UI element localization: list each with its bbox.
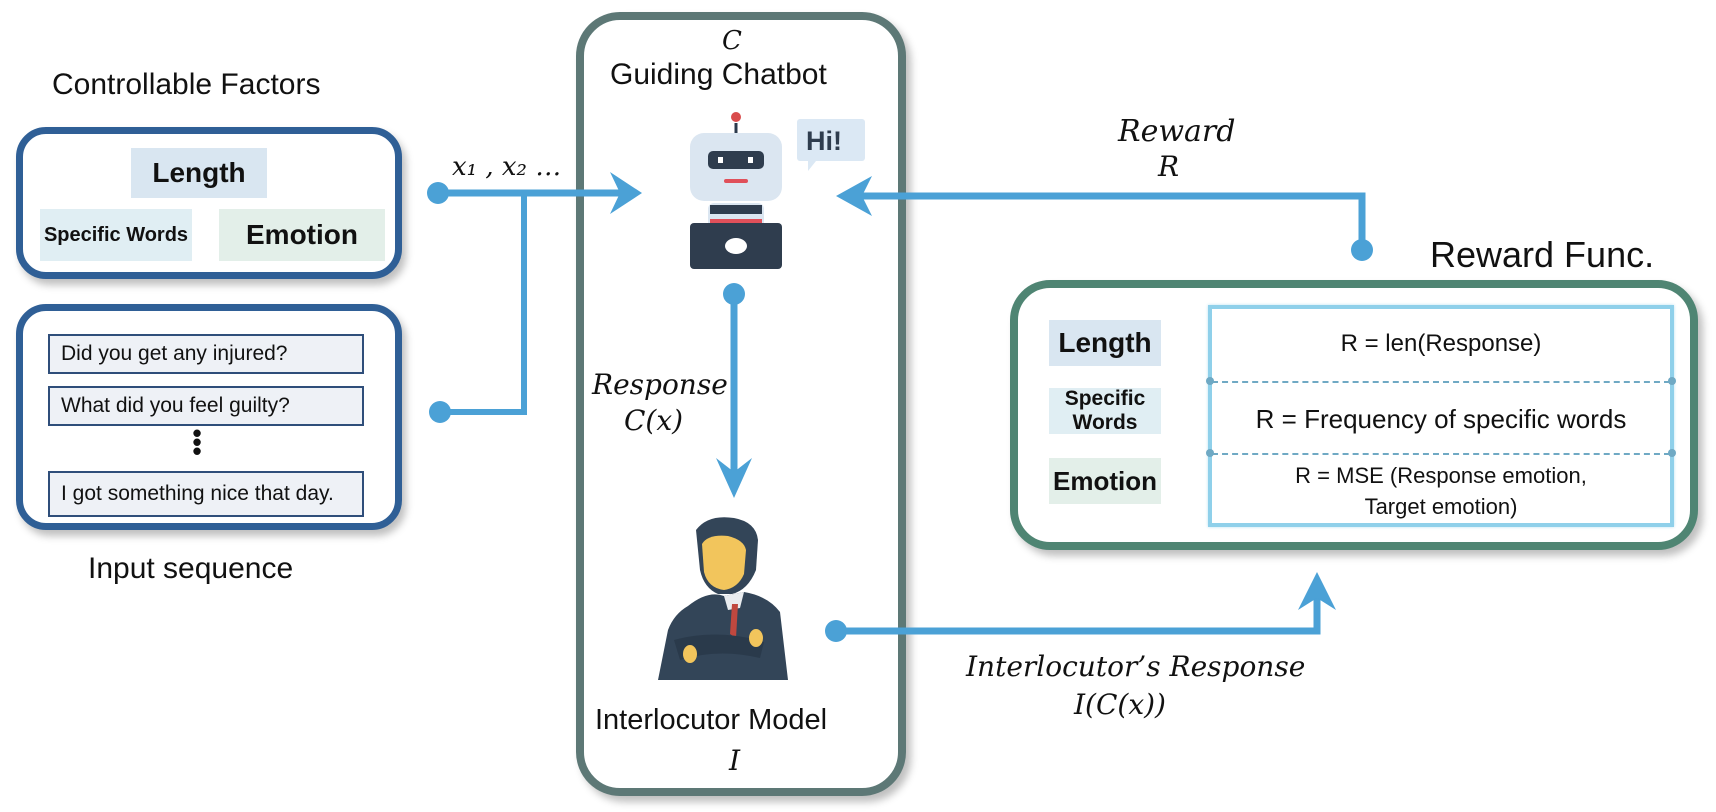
reward-formula-table: R = len(Response) R = Frequency of speci… xyxy=(1206,305,1676,529)
divider-dot xyxy=(1668,377,1676,385)
guiding-chatbot-title: Guiding Chatbot xyxy=(610,58,827,91)
person-icon xyxy=(658,517,788,680)
input-sequence-box: Did you get any injured? What did you fe… xyxy=(16,304,402,530)
guiding-chatbot-symbol: C xyxy=(722,26,742,56)
input-sequence-item: Did you get any injured? xyxy=(48,334,364,374)
reward-function-title: Reward Func. xyxy=(1430,234,1655,275)
factor-chip-emotion: Emotion xyxy=(219,209,385,261)
reward-chip-emotion: Emotion xyxy=(1049,458,1161,504)
input-sequence-item: I got something nice that day. xyxy=(48,471,364,517)
response-math: C(x) xyxy=(624,404,684,437)
robot-icon xyxy=(690,112,865,269)
controllable-factors-title: Controllable Factors xyxy=(52,68,321,101)
formula-emotion-line1: R = MSE (Response emotion, xyxy=(1295,463,1587,489)
input-sequence-title: Input sequence xyxy=(88,552,294,585)
reward-label: Reward xyxy=(1118,114,1236,149)
input-sequence-item: What did you feel guilty? xyxy=(48,386,364,426)
response-arrow xyxy=(716,283,752,498)
input-arrow-label: x₁ , x₂ … xyxy=(452,152,562,182)
reward-chip-specific-words: Specific Words xyxy=(1049,387,1161,434)
interlocutor-model-title: Interlocutor Model xyxy=(595,704,828,736)
formula-specific-words: R = Frequency of specific words xyxy=(1212,381,1670,455)
reward-chip-length: Length xyxy=(1049,320,1161,366)
divider-dot xyxy=(1668,449,1676,457)
interlocutor-response-math: I(C(x)) xyxy=(1074,688,1166,721)
ellipsis-icon: ••• xyxy=(192,418,202,466)
reward-function-panel: Length Specific Words Emotion R = len(Re… xyxy=(1010,280,1698,550)
formula-emotion: R = MSE (Response emotion, Target emotio… xyxy=(1212,453,1670,529)
factor-chip-length: Length xyxy=(131,148,267,198)
formula-emotion-line2: Target emotion) xyxy=(1364,494,1518,519)
speech-bubble-text: Hi! xyxy=(806,126,842,156)
interlocutor-response-label: Interlocutor’s Response xyxy=(966,650,1306,683)
reward-math: R xyxy=(1158,150,1180,183)
input-arrow xyxy=(427,172,642,423)
factor-chip-specific-words: Specific Words xyxy=(40,209,192,261)
divider-dot xyxy=(1206,377,1214,385)
divider-dot xyxy=(1206,449,1214,457)
response-label: Response xyxy=(592,368,728,401)
interlocutor-model-symbol: I xyxy=(729,744,741,777)
interlocutor-response-arrow xyxy=(825,572,1336,642)
formula-length: R = len(Response) xyxy=(1340,330,1542,357)
reward-arrow xyxy=(836,176,1373,261)
controllable-factors-box: Length Specific Words Emotion xyxy=(16,127,402,279)
